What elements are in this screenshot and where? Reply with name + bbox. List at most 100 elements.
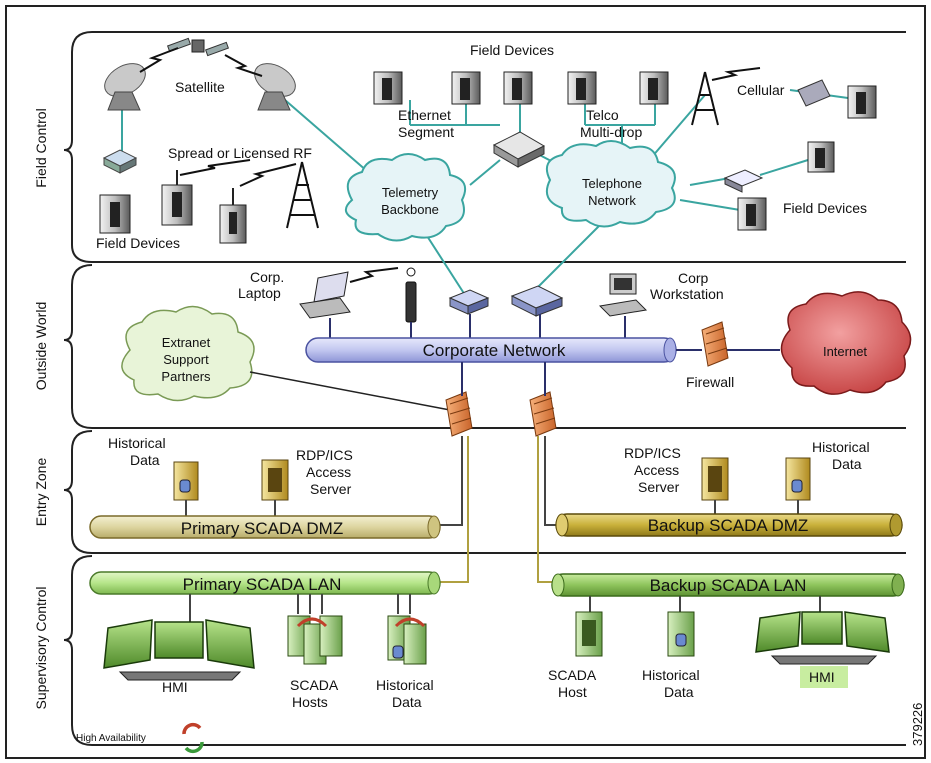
supervisory-bracket: [63, 555, 906, 746]
primary-lan-label: Primary SCADA LAN: [183, 575, 342, 594]
extranet-label-line2: Support: [163, 352, 209, 367]
backup-lan-label: Backup SCADA LAN: [650, 576, 807, 595]
zone-label-field-control: Field Control: [33, 108, 49, 187]
satellite-dish-right-icon: [254, 63, 296, 111]
satellite-link-right-icon: [224, 54, 263, 77]
router-icon: [448, 289, 490, 315]
historical-data-servers-icon: [387, 615, 427, 665]
hist-primary-label-line2: Data: [392, 694, 422, 710]
corporate-network-pipe: Corporate Network: [305, 337, 677, 363]
field-device-icon: [503, 71, 533, 105]
field-device-icon: [373, 71, 403, 105]
scada-hosts-label-line1: SCADA: [290, 677, 339, 693]
cellular-link-icon: [711, 67, 761, 81]
figure-id: 379226: [910, 703, 925, 746]
rdp-left-label-line1: RDP/ICS: [296, 447, 353, 463]
field-device-icon: [847, 85, 877, 119]
rdp-access-server-icon: [261, 459, 289, 501]
field-device-icon: [219, 188, 247, 244]
field-device-icon: [737, 197, 767, 231]
rdp-left-label-line3: Server: [310, 481, 352, 497]
zone-label-entry-zone: Entry Zone: [33, 458, 49, 527]
hmi-left-label: HMI: [162, 679, 188, 695]
hmi-workstation-icon: [755, 611, 890, 665]
laptop-icon: [299, 271, 351, 319]
hist-backup-label-line2: Data: [664, 684, 694, 700]
rdp-right-label-line2: Access: [634, 462, 679, 478]
rf-link-icon: [179, 159, 251, 176]
entry-zone-bracket: [63, 430, 906, 554]
corporate-network-label: Corporate Network: [423, 341, 566, 360]
outside-world-bracket: [63, 264, 906, 429]
high-availability-label: High Availability: [76, 733, 146, 744]
historical-data-right-label-line1: Historical: [812, 439, 870, 455]
field-devices-right-label: Field Devices: [783, 200, 867, 216]
internet-cloud: Internet: [780, 291, 912, 395]
telco-label-line2: Multi-drop: [580, 124, 642, 140]
historical-data-server-icon: [667, 611, 695, 657]
primary-scada-lan-pipe: Primary SCADA LAN: [89, 571, 441, 595]
telemetry-label-line2: Backbone: [381, 202, 439, 217]
zone-label-outside-world: Outside World: [33, 302, 49, 390]
firewall-label: Firewall: [686, 374, 734, 390]
field-devices-top-label: Field Devices: [470, 42, 554, 58]
telco-label-line1: Telco: [586, 107, 619, 123]
backup-scada-lan-pipe: Backup SCADA LAN: [551, 573, 905, 597]
hist-backup-label-line1: Historical: [642, 667, 700, 683]
historical-data-server-icon: [173, 461, 199, 501]
rf-link-icon: [239, 163, 297, 187]
cellular-tower-icon: [691, 71, 719, 126]
hist-primary-label-line1: Historical: [376, 677, 434, 693]
rdp-right-label-line3: Server: [638, 479, 680, 495]
extranet-cloud: Extranet Support Partners: [121, 305, 255, 402]
cellular-label: Cellular: [737, 82, 785, 98]
primary-dmz-label: Primary SCADA DMZ: [181, 519, 343, 538]
historical-data-left-label-line2: Data: [130, 452, 160, 468]
corp-workstation-label-line2: Workstation: [650, 286, 724, 302]
scada-host-label-line1: SCADA: [548, 667, 597, 683]
field-device-icon: [807, 141, 835, 173]
telephone-network-cloud: Telephone Network: [546, 140, 676, 228]
extranet-label-line3: Partners: [161, 369, 211, 384]
telemetry-backbone-cloud: Telemetry Backbone: [345, 153, 466, 242]
modem-icon: [723, 169, 764, 193]
hmi-workstation-icon: [103, 619, 255, 681]
ethernet-switch-icon: [492, 131, 546, 168]
extranet-label-line1: Extranet: [162, 335, 211, 350]
switch-icon: [510, 285, 564, 317]
internet-label: Internet: [823, 344, 867, 359]
cell-phone-icon: [797, 79, 831, 107]
historical-data-left-label-line1: Historical: [108, 435, 166, 451]
backup-scada-dmz-pipe: Backup SCADA DMZ: [555, 513, 903, 537]
wireless-link-icon: [349, 267, 399, 283]
high-availability-icon: [182, 722, 204, 754]
primary-scada-dmz-pipe: Primary SCADA DMZ: [89, 515, 441, 539]
field-device-icon: [639, 71, 669, 105]
zone-label-supervisory-control: Supervisory Control: [33, 587, 49, 710]
ethernet-label-line2: Segment: [398, 124, 454, 140]
firewall-icon: [701, 321, 729, 367]
field-device-icon: [451, 71, 481, 105]
spread-rf-label: Spread or Licensed RF: [168, 145, 312, 161]
scada-host-icon: [575, 611, 603, 657]
firewall-icon: [445, 391, 473, 437]
telemetry-label-line1: Telemetry: [382, 185, 439, 200]
telephone-label-line1: Telephone: [582, 176, 642, 191]
satellite-label: Satellite: [175, 79, 225, 95]
field-device-icon: [99, 194, 131, 234]
firewall-icon: [529, 391, 557, 437]
scada-host-label-line2: Host: [558, 684, 587, 700]
hmi-right-label-bg: [800, 666, 848, 688]
satellite-link-left-icon: [139, 47, 179, 73]
scada-hosts-label-line2: Hosts: [292, 694, 328, 710]
field-devices-left-label: Field Devices: [96, 235, 180, 251]
zone-separators: [63, 31, 906, 746]
historical-data-server-icon: [785, 457, 811, 501]
corp-laptop-label-line2: Laptop: [238, 285, 281, 301]
field-device-icon: [567, 71, 597, 105]
ethernet-label-line1: Ethernet: [398, 107, 451, 123]
hmi-right-label: HMI: [809, 669, 835, 685]
radio-modem-icon: [102, 149, 138, 174]
rdp-right-label-line1: RDP/ICS: [624, 445, 681, 461]
